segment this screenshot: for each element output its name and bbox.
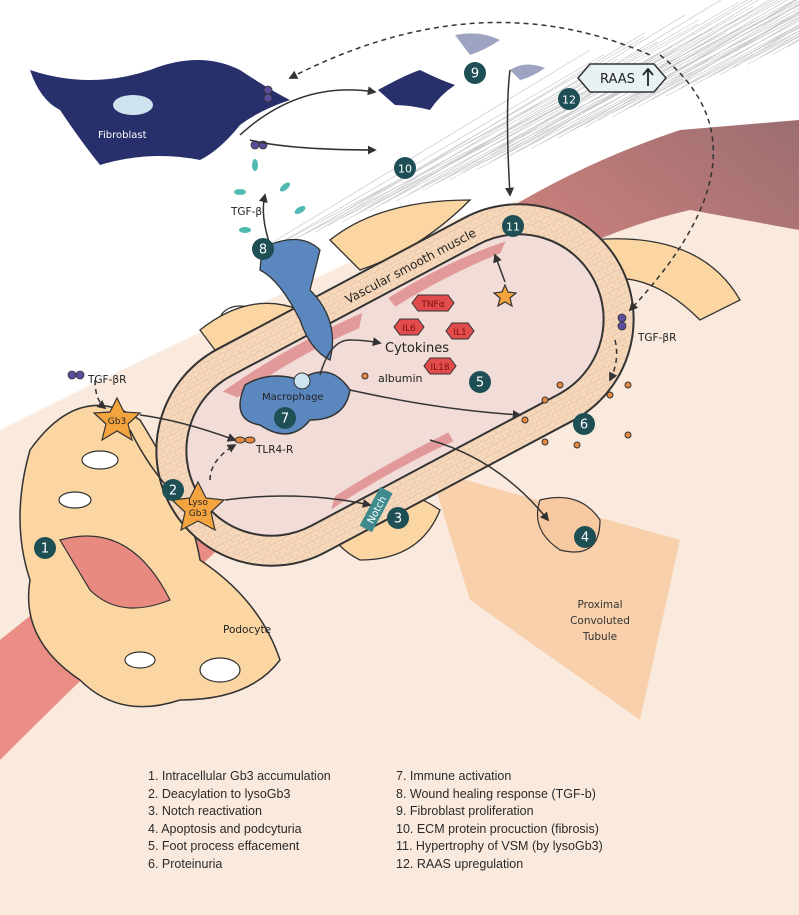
macrophage-label: Macrophage <box>262 392 324 403</box>
step-marker-circle <box>558 88 580 110</box>
step-marker-circle <box>573 413 595 435</box>
step-marker-2: 2 <box>162 479 184 501</box>
il1-label: IL1 <box>453 328 466 338</box>
step-marker-label: 9 <box>471 67 479 82</box>
step-marker-12: 12 <box>558 88 580 110</box>
gb3-label: Gb3 <box>108 417 126 427</box>
legend-item: 5. Foot process effacement <box>148 839 300 854</box>
tgf-beta-particles <box>234 159 306 233</box>
step-marker-label: 1 <box>41 542 49 557</box>
pct-label-1: Proximal <box>577 599 622 611</box>
legend-item: 1. Intracellular Gb3 accumulation <box>148 769 331 783</box>
step-marker-circle <box>394 157 416 179</box>
legend-left: 1. Intracellular Gb3 accumulation 2. Dea… <box>148 768 331 874</box>
step-marker-11: 11 <box>502 215 524 237</box>
step-marker-8: 8 <box>252 238 274 260</box>
proximal-tubule <box>430 470 680 720</box>
step-marker-9: 9 <box>464 62 486 84</box>
step-marker-label: 5 <box>476 376 484 391</box>
legend-item: 11. Hypertrophy of VSM (by lysoGb3) <box>396 839 603 854</box>
step-marker-6: 6 <box>573 413 595 435</box>
il6-label: IL6 <box>402 324 416 334</box>
step-marker-circle <box>464 62 486 84</box>
step-marker-label: 7 <box>281 412 289 427</box>
pct-label-3: Tubule <box>582 631 617 643</box>
lyso-label: Lyso <box>188 498 208 508</box>
step-marker-7: 7 <box>274 407 296 429</box>
step-marker-1: 1 <box>34 537 56 559</box>
legend-item: 8. Wound healing response (TGF-b) <box>396 786 596 801</box>
fibroblast-label: Fibroblast <box>98 130 147 141</box>
up-arrow-icon <box>642 67 654 86</box>
tgf-beta-label: TGF-β <box>230 206 262 218</box>
tgf-beta-r-left-label: TGF-βR <box>87 374 126 386</box>
lyso-gb3-label: Gb3 <box>189 509 207 519</box>
step-marker-10: 10 <box>394 157 416 179</box>
step-marker-circle <box>502 215 524 237</box>
legend-item: 9. Fibroblast proliferation <box>396 804 534 819</box>
step-marker-label: 11 <box>506 221 520 234</box>
tgf-cell <box>259 238 334 361</box>
tnfa-label: TNFα <box>420 300 444 310</box>
legend-right: 7. Immune activation 8. Wound healing re… <box>396 768 603 874</box>
step-marker-label: 10 <box>398 163 412 176</box>
step-marker-circle <box>34 537 56 559</box>
step-marker-label: 2 <box>169 484 177 499</box>
legend-item: 4. Apoptosis and podcyturia <box>148 821 302 836</box>
il18-label: IL18 <box>430 363 449 373</box>
step-marker-4: 4 <box>574 526 596 548</box>
legend-item: 7. Immune activation <box>396 769 512 783</box>
step-marker-circle <box>252 238 274 260</box>
fibroblast <box>30 60 290 165</box>
legend-item: 6. Proteinuria <box>148 856 223 871</box>
podocyte-label: Podocyte <box>223 624 271 636</box>
gb3-star <box>92 396 142 442</box>
step-marker-3: 3 <box>387 507 409 529</box>
step-marker-label: 6 <box>580 418 588 433</box>
step-marker-label: 8 <box>259 243 267 258</box>
legend-item: 10. ECM protein procuction (fibrosis) <box>396 821 599 836</box>
albumin-dots <box>361 372 632 449</box>
step-marker-circle <box>574 526 596 548</box>
legend-item: 2. Deacylation to lysoGb3 <box>148 786 291 801</box>
legend-item: 12. RAAS upregulation <box>396 856 524 871</box>
step-marker-circle <box>274 407 296 429</box>
raas-label: RAAS <box>600 72 635 87</box>
step-marker-circle <box>387 507 409 529</box>
raas-box <box>577 63 667 93</box>
cytokines-label: Cytokines <box>385 341 449 356</box>
step-marker-label: 12 <box>562 94 576 107</box>
tgf-beta-r-right-label: TGF-βR <box>637 332 676 344</box>
tlr4r-label: TLR4-R <box>255 444 293 456</box>
step-marker-label: 4 <box>581 531 589 546</box>
legend-item: 3. Notch reactivation <box>148 804 262 819</box>
step-marker-label: 3 <box>394 512 402 527</box>
step-marker-5: 5 <box>469 371 491 393</box>
albumin-label: albumin <box>378 372 423 385</box>
step-marker-circle <box>469 371 491 393</box>
blood-vessel <box>0 120 799 760</box>
step-marker-circle <box>162 479 184 501</box>
pct-label-2: Convoluted <box>570 615 630 627</box>
podocyte <box>19 404 281 708</box>
fibroblast-proliferating <box>378 70 455 110</box>
